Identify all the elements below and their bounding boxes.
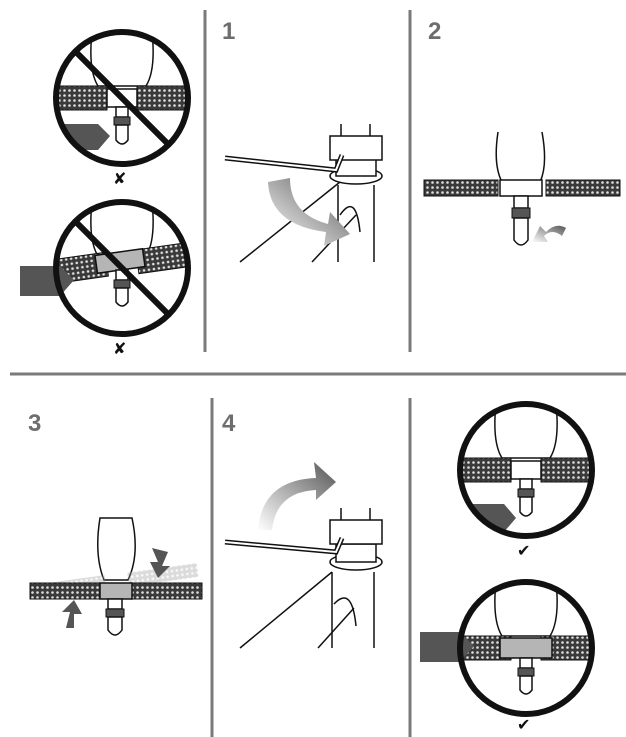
correct-example-2	[420, 582, 596, 714]
step-2-illustration	[424, 132, 620, 245]
cross-icon: ✘	[113, 171, 126, 187]
arrow-up-icon	[62, 600, 82, 628]
step-number-2: 2	[428, 20, 441, 44]
rotate-arrow-icon	[532, 226, 566, 242]
step-1-illustration	[225, 124, 382, 262]
rotate-arrow-icon	[258, 462, 336, 530]
step-4-illustration	[225, 462, 382, 648]
step-number-4: 4	[222, 412, 235, 436]
hex-key-icon	[225, 538, 342, 552]
step-3-illustration	[30, 518, 202, 635]
wrong-example-2	[20, 202, 193, 334]
step-number-1: 1	[222, 20, 235, 44]
check-icon: ✔	[517, 543, 530, 559]
step-number-3: 3	[28, 412, 41, 436]
check-icon: ✔	[517, 717, 530, 733]
correct-example-1	[456, 404, 596, 536]
cross-icon: ✘	[113, 341, 126, 357]
hex-key-icon	[225, 155, 342, 170]
wrong-example-1	[52, 32, 192, 164]
